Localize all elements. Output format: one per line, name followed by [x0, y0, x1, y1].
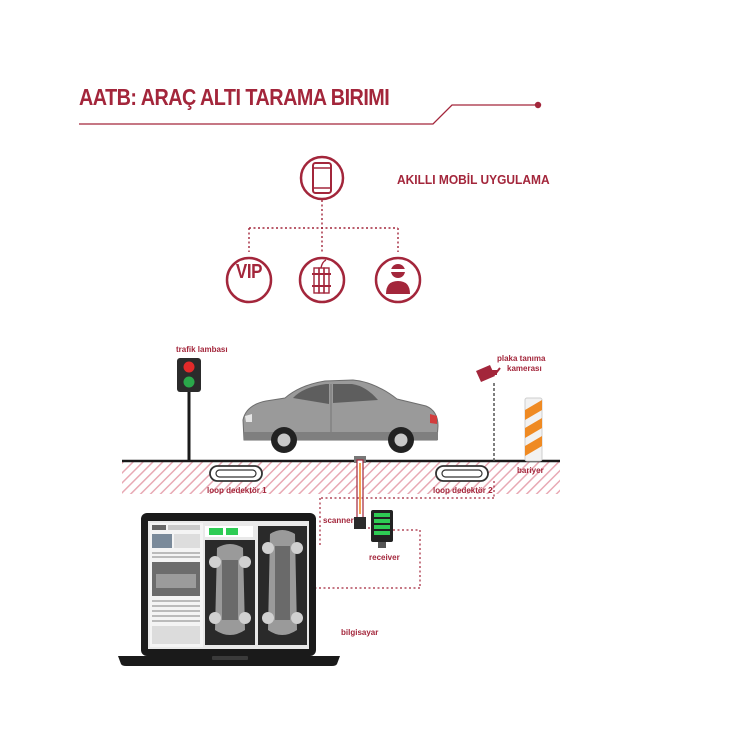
scanner-label: scanner — [323, 516, 354, 525]
car — [242, 379, 439, 453]
loop-detector-1-label: loop dedektör 1 — [207, 486, 267, 495]
receiver-label: receiver — [369, 553, 400, 562]
page-title: AATB: ARAÇ ALTI TARAMA BIRIMI — [79, 84, 390, 110]
title-underline — [79, 104, 538, 125]
receiver — [371, 510, 393, 548]
vip-icon — [225, 256, 273, 304]
explosive-icon — [298, 256, 346, 304]
vip-label: VIP — [235, 261, 263, 283]
loop-detector-2 — [435, 465, 489, 482]
scanner — [354, 456, 366, 529]
camera-label-line2: kamerası — [507, 364, 542, 373]
smartphone-icon — [299, 155, 345, 201]
road-ground-hatch — [122, 462, 560, 494]
barrier — [524, 397, 543, 462]
computer-label: bilgisayar — [341, 628, 379, 637]
loop-detector-1 — [209, 465, 263, 482]
hardware-connections — [315, 481, 495, 589]
security-camera-icon — [476, 365, 501, 461]
app-connections — [248, 200, 399, 252]
traffic-light-icon — [177, 358, 201, 461]
title-underline-dot — [534, 101, 542, 109]
mobile-app-title: AKILLI MOBİL UYGULAMA — [397, 172, 550, 187]
laptop — [118, 513, 340, 666]
traffic-light-label: trafik lambası — [176, 345, 228, 354]
barrier-label: bariyer — [517, 466, 544, 475]
camera-label-line1: plaka tanıma — [497, 354, 546, 363]
masked-person-icon — [374, 256, 422, 304]
loop-detector-2-label: loop dedektör 2 — [433, 486, 493, 495]
